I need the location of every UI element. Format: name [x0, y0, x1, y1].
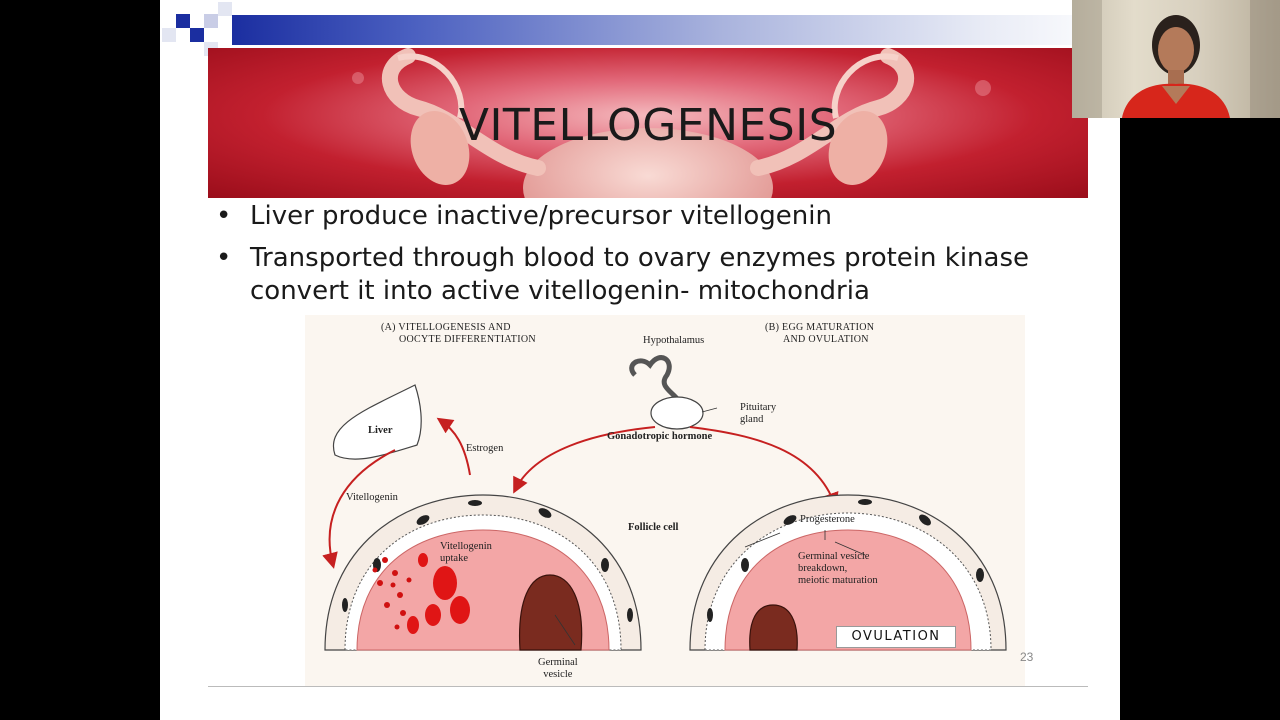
- page-number: 23: [1020, 650, 1034, 664]
- presenter-video-feed-icon: [1072, 0, 1280, 118]
- label-line: Germinal: [538, 657, 578, 668]
- label-germinal-vesicle: Germinal vesicle: [538, 657, 578, 681]
- label-vitellogenin-uptake: Vitellogenin uptake: [440, 541, 492, 565]
- bullet-marker: •: [216, 201, 232, 231]
- panel-b-title: (B) EGG MATURATION AND OVULATION: [765, 322, 874, 346]
- label-line: vesicle: [543, 669, 573, 680]
- panel-a-title-line: (A) VITELLOGENESIS AND: [381, 322, 511, 333]
- label-gv-breakdown: Germinal vesicle breakdown, meiotic matu…: [798, 551, 878, 587]
- label-vitellogenin: Vitellogenin: [346, 492, 398, 503]
- panel-b-title-line: AND OVULATION: [783, 334, 869, 345]
- label-line: meiotic maturation: [798, 575, 878, 586]
- label-line: Germinal vesicle: [798, 551, 870, 562]
- bullet-item: • Liver produce inactive/precursor vitel…: [212, 200, 1092, 233]
- title-banner: VITELLOGENESIS: [208, 48, 1088, 198]
- label-line: uptake: [440, 553, 468, 564]
- panel-a-title-line: OOCYTE DIFFERENTIATION: [399, 334, 536, 345]
- footer-divider: [208, 686, 1088, 687]
- label-line: gland: [740, 414, 764, 425]
- uterus-illustration: [352, 48, 991, 198]
- bullet-list: • Liver produce inactive/precursor vitel…: [212, 200, 1092, 317]
- diagram-drawing: [322, 355, 1007, 651]
- label-line: Vitellogenin: [440, 541, 492, 552]
- label-follicle-cell: Follicle cell: [628, 522, 679, 533]
- label-hypothalamus: Hypothalamus: [643, 335, 705, 346]
- bullet-text: Transported through blood to ovary enzym…: [250, 243, 1029, 306]
- vitellogenesis-diagram: [305, 315, 1025, 687]
- bullet-item: • Transported through blood to ovary enz…: [212, 242, 1092, 308]
- label-estrogen: Estrogen: [466, 443, 504, 454]
- label-pituitary: Pituitary gland: [740, 402, 776, 426]
- panel-b-title-line: (B) EGG MATURATION: [765, 322, 875, 333]
- slide-title: VITELLOGENESIS: [458, 100, 838, 151]
- label-liver: Liver: [368, 425, 393, 436]
- presenter-webcam: [1072, 0, 1280, 118]
- label-ovulation: OVULATION: [836, 626, 956, 648]
- title-accent-bar: [232, 15, 1120, 45]
- label-gonadotropic: Gonadotropic hormone: [607, 431, 713, 442]
- label-line: breakdown,: [798, 563, 848, 574]
- presentation-slide: VITELLOGENESIS • Liver produce inactive/…: [160, 0, 1120, 720]
- panel-a-title: (A) VITELLOGENESIS AND OOCYTE DIFFERENTI…: [381, 322, 536, 346]
- label-progesterone: Progesterone: [800, 514, 855, 525]
- bullet-marker: •: [216, 243, 232, 273]
- bullet-text: Liver produce inactive/precursor vitello…: [250, 201, 832, 231]
- label-line: Pituitary: [740, 402, 777, 413]
